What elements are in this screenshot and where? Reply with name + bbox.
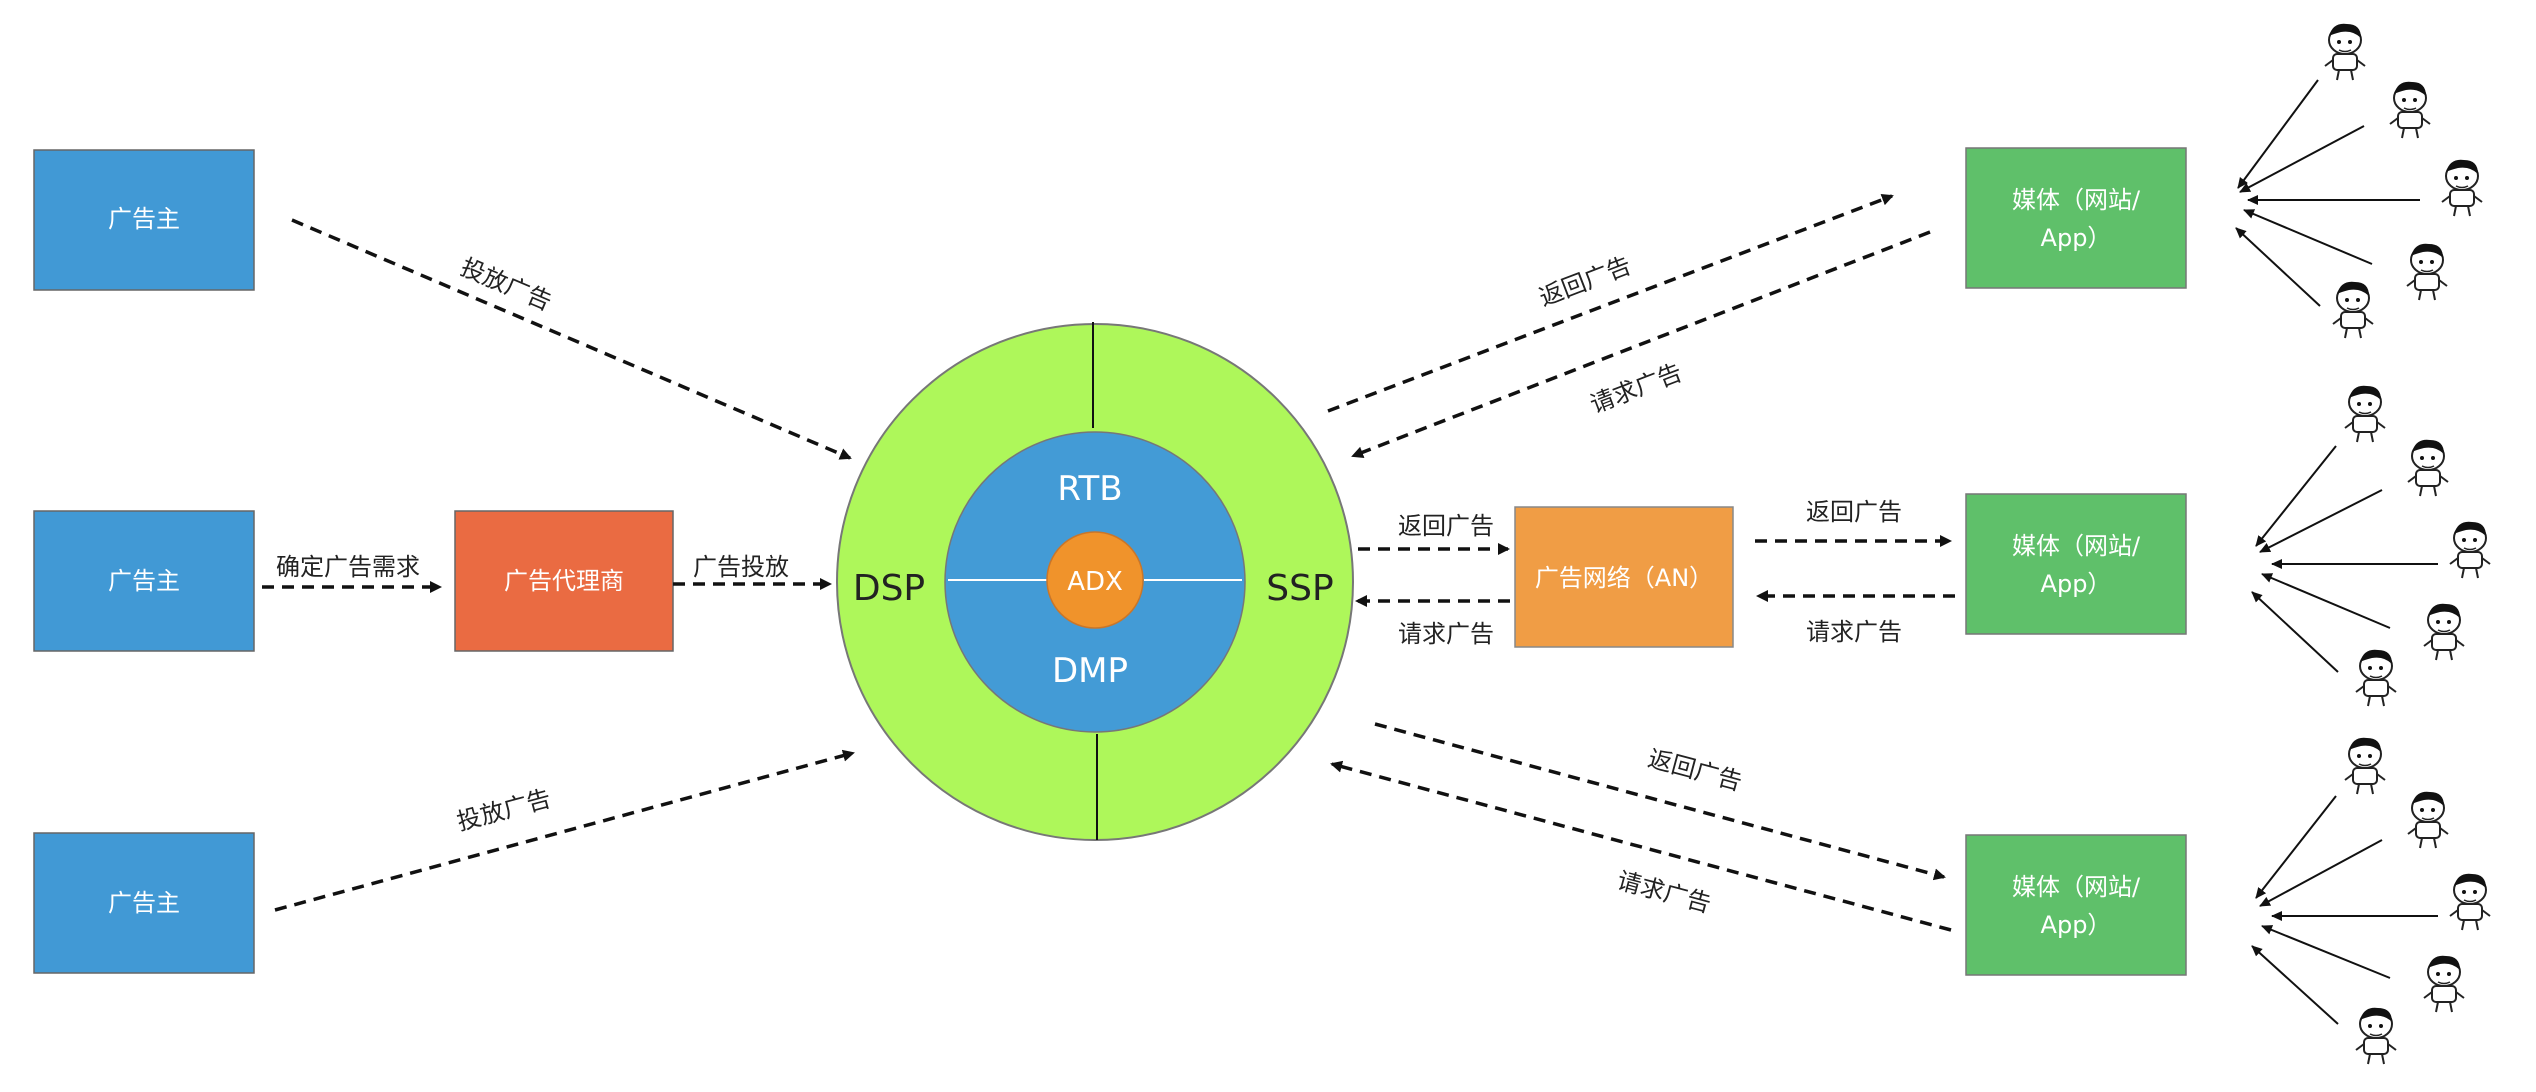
advertiser-label: 广告主 [108, 567, 180, 595]
advertiser-box-2: 广告主 [33, 510, 255, 652]
user-icon [2355, 1006, 2397, 1065]
flow-arrows [262, 193, 1955, 932]
agency-box: 广告代理商 [454, 510, 674, 652]
label-deliver-top: 投放广告 [456, 253, 555, 316]
arrow-media3-to-ssp [1330, 760, 1952, 932]
rtb-label: RTB [1057, 469, 1122, 509]
label-request-top: 请求广告 [1586, 358, 1686, 419]
media-label-line1: 媒体（网站/ [2012, 532, 2141, 560]
advertiser-box-1: 广告主 [33, 149, 255, 291]
user-icon [2344, 384, 2386, 443]
label-confirm-needs: 确定广告需求 [276, 553, 420, 581]
advertiser-label: 广告主 [108, 205, 180, 233]
user-icon [2344, 736, 2386, 795]
user-icon [2423, 954, 2465, 1013]
user-icon [2407, 790, 2449, 849]
arrow-ssp-to-media1 [1327, 193, 1894, 413]
label-return-an-left: 返回广告 [1398, 512, 1494, 540]
user-icon [2406, 242, 2448, 301]
label-request-an-right: 请求广告 [1806, 618, 1902, 646]
user-group-1 [2235, 22, 2483, 339]
media-box-2: 媒体（网站/ App） [1965, 493, 2187, 635]
user-icon [2407, 438, 2449, 497]
user-icon [2332, 280, 2374, 339]
dsp-label: DSP [853, 568, 925, 609]
user-group-2 [2251, 384, 2491, 707]
user-icon [2324, 22, 2366, 81]
user-icon [2389, 80, 2431, 139]
adx-label: ADX [1067, 567, 1123, 597]
arrow-advertiser3-to-dsp [274, 749, 855, 912]
ad-network-box: 广告网络（AN） [1514, 506, 1734, 648]
media-label-line2: App） [2041, 570, 2112, 598]
label-request-bottom: 请求广告 [1614, 866, 1714, 918]
user-icon [2449, 520, 2491, 579]
label-request-an-left: 请求广告 [1398, 620, 1494, 648]
ad-network-label: 广告网络（AN） [1535, 564, 1713, 592]
advertiser-box-3: 广告主 [33, 832, 255, 974]
media-label-line2: App） [2041, 224, 2112, 252]
user-icon [2355, 648, 2397, 707]
ssp-label: SSP [1266, 568, 1333, 609]
adx-center [1046, 531, 1144, 629]
media-box-3: 媒体（网站/ App） [1965, 834, 2187, 976]
arrow-ssp-to-media3 [1374, 722, 1946, 881]
label-return-an-right: 返回广告 [1806, 498, 1902, 526]
agency-label: 广告代理商 [504, 567, 624, 595]
label-return-top: 返回广告 [1535, 251, 1635, 312]
user-icon [2423, 602, 2465, 661]
label-deliver-bottom: 投放广告 [454, 784, 554, 836]
media-box-1: 媒体（网站/ App） [1965, 147, 2187, 289]
exchange-hub: ADX RTB DMP DSP SSP [836, 322, 1354, 841]
label-return-bottom: 返回广告 [1645, 744, 1745, 796]
media-label-line1: 媒体（网站/ [2012, 873, 2141, 901]
user-icon [2441, 158, 2483, 217]
advertiser-label: 广告主 [108, 889, 180, 917]
dmp-label: DMP [1052, 651, 1128, 691]
media-label-line2: App） [2041, 911, 2112, 939]
user-group-3 [2251, 736, 2491, 1065]
label-agency-deliver: 广告投放 [693, 553, 789, 581]
arrow-media1-to-ssp [1351, 230, 1931, 458]
user-icon [2449, 872, 2491, 931]
media-label-line1: 媒体（网站/ [2012, 186, 2141, 214]
arrow-advertiser1-to-dsp [291, 218, 852, 460]
